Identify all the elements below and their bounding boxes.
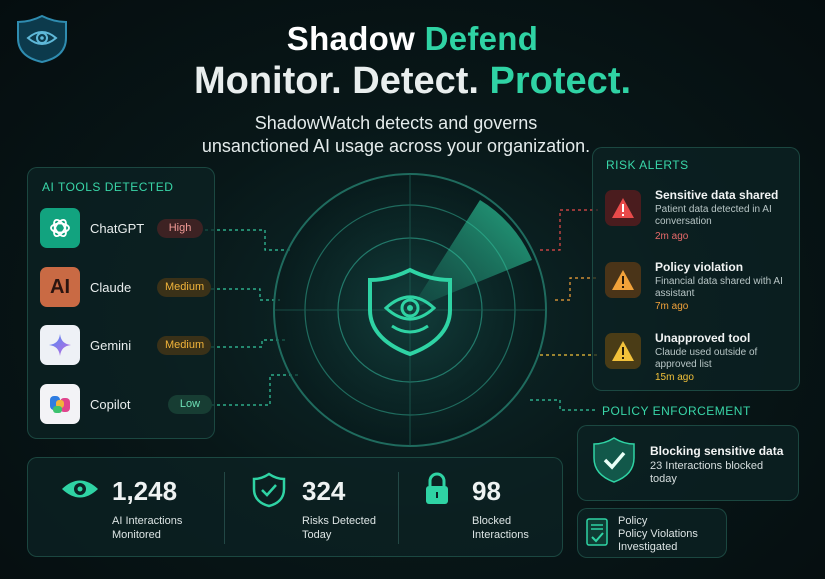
stat-label-line1: Blocked [472,515,512,527]
shield-check-icon [252,472,286,508]
stat-risks: 324 Risks Detected Today [228,458,398,558]
violations-line1: Policy [618,515,648,527]
stat-label-line1: Risks Detected [302,515,376,527]
risk-badge: Medium [157,336,211,355]
eye-icon [62,480,98,498]
tool-row-gemini[interactable]: Gemini Medium [40,325,211,369]
document-check-icon [586,518,608,546]
warning-triangle-icon [605,190,641,226]
risk-alerts-title: RISK ALERTS [606,158,689,172]
tool-row-copilot[interactable]: Copilot Low [40,384,212,428]
risk-badge: Low [168,395,212,414]
tool-row-claude[interactable]: AI Claude Medium [40,267,211,311]
anthropic-icon: AI [40,267,80,307]
chatgpt-icon [40,208,80,248]
violations-text: Policy Policy Violations Investigated [618,515,698,554]
tagline-part1: Monitor. Detect. [193,60,479,102]
tool-name: Claude [90,280,132,295]
tagline-part2: Protect. [489,60,632,102]
ai-tools-title: AI TOOLS DETECTED [42,180,174,194]
alert-item-sensitive-data[interactable]: Sensitive data shared Patient data detec… [593,186,799,252]
stat-label-line2: Today [302,529,332,541]
radar-scope [273,173,547,447]
stat-value: 98 [472,476,501,506]
enforcement-card[interactable]: Blocking sensitive data 23 Interactions … [577,425,799,501]
stat-value: 1,248 [112,476,178,506]
enforcement-card-description: 23 Interactions blocked today [650,460,764,485]
policy-enforcement-title: POLICY ENFORCEMENT [602,404,751,418]
alert-item-policy-violation[interactable]: Policy violation Financial data shared w… [593,258,799,324]
brand-title-part1: Shadow [286,20,416,57]
tagline: Monitor. Detect. Protect. [0,60,825,103]
copilot-icon [40,384,80,424]
violations-line2: Policy Violations [618,528,698,540]
warning-triangle-icon [605,262,641,298]
stat-label-line1: AI Interactions [112,515,183,527]
alert-description: Claude used outside of approved list [655,347,758,370]
risk-badge: High [157,219,203,238]
stat-divider [398,472,399,544]
violations-card[interactable]: Policy Policy Violations Investigated [577,508,727,558]
alert-title: Unapproved tool [655,331,751,345]
stat-value: 324 [302,476,346,506]
tool-name: ChatGPT [90,221,145,236]
stat-divider [224,472,225,544]
alert-item-unapproved-tool[interactable]: Unapproved tool Claude used outside of a… [593,329,799,395]
violations-line3: Investigated [618,541,678,553]
alert-time: 2m ago [655,231,689,242]
stat-label: Blocked Interactions [472,514,529,542]
shield-check-icon [593,437,635,483]
subtitle-line2: unsanctioned AI usage across your organi… [201,136,591,156]
stat-label-line2: Monitored [112,529,161,541]
enforcement-card-title: Blocking sensitive data [650,444,784,458]
tool-row-chatgpt[interactable]: ChatGPT High [40,208,210,252]
shield-eye-icon [368,267,452,357]
stats-panel: 1,248 AI Interactions Monitored 324 Risk… [27,457,563,557]
risk-alerts-panel: RISK ALERTS Sensitive data shared Patien… [592,147,800,391]
tool-name: Gemini [90,338,132,353]
ai-tools-panel: AI TOOLS DETECTED ChatGPT High AI Claude… [27,167,215,439]
alert-title: Sensitive data shared [655,188,779,202]
stat-blocked: 98 Blocked Interactions [402,458,562,558]
shield-eye-logo-icon [17,14,67,64]
warning-triangle-icon [605,333,641,369]
alert-time: 7m ago [655,301,689,312]
alert-time: 15m ago [655,372,694,383]
tool-name: Copilot [90,397,131,412]
alert-description: Financial data shared with AI assistant [655,276,783,299]
stat-label: Risks Detected Today [302,514,376,542]
brand-title: Shadow Defend [0,20,825,58]
risk-badge: Medium [157,278,211,297]
alert-title: Policy violation [655,260,744,274]
subtitle-line1: ShadowWatch detects and governs [254,113,538,133]
anthropic-glyph: AI [50,275,70,298]
stat-label: AI Interactions Monitored [112,514,182,542]
alert-description: Patient data detected in AI conversation [655,204,772,227]
stat-label-line2: Interactions [472,529,529,541]
stat-interactions: 1,248 AI Interactions Monitored [28,458,228,558]
gemini-icon [40,325,80,365]
subtitle: ShadowWatch detects and governs unsancti… [0,112,792,158]
lock-icon [426,472,448,504]
brand-title-part2: Defend [424,20,539,57]
